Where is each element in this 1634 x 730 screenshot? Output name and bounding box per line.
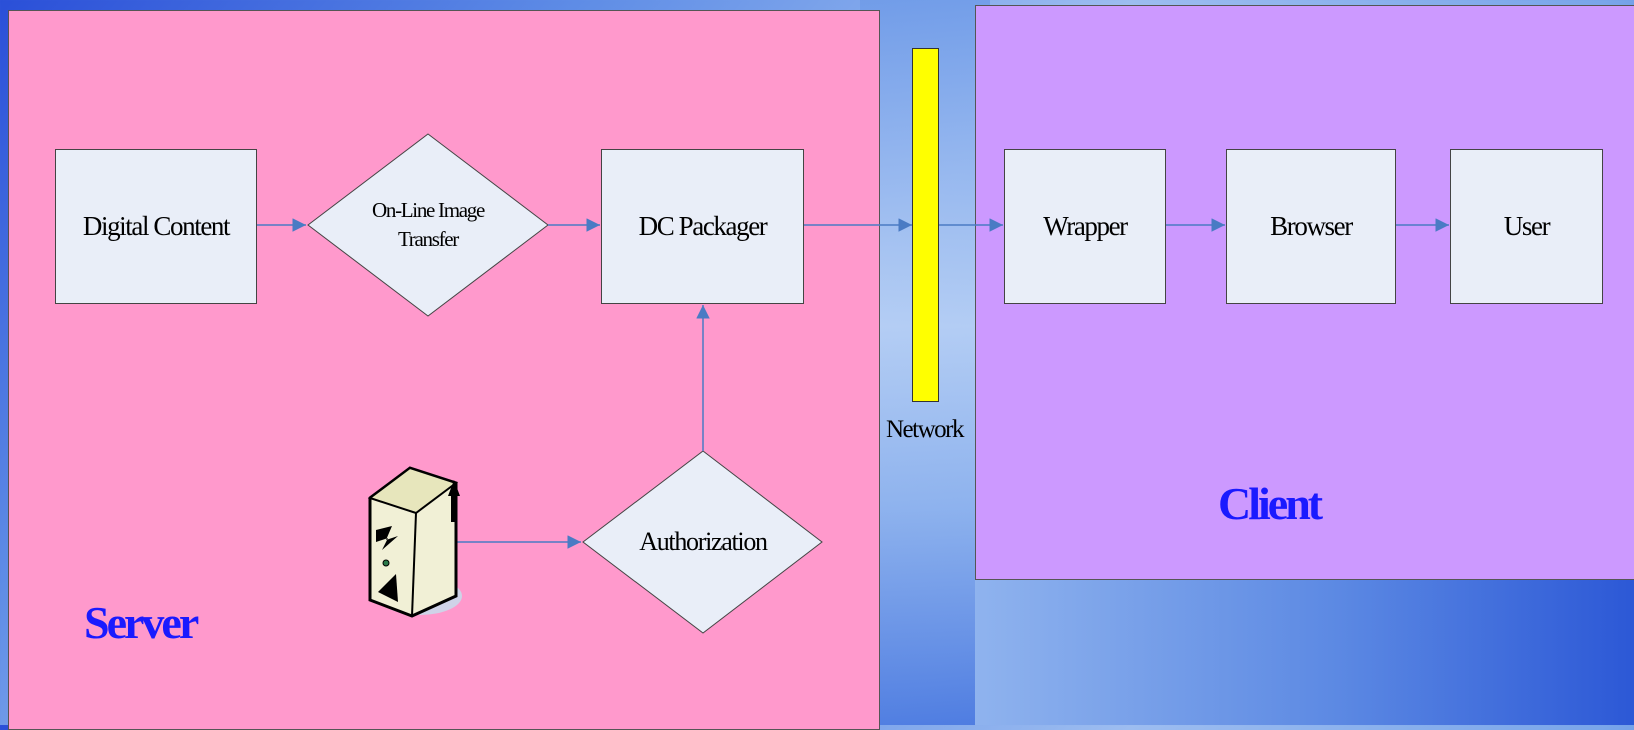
network-label: Network bbox=[886, 416, 964, 443]
node-authorization-label: Authorization bbox=[639, 527, 768, 556]
client-region-label: Client bbox=[1218, 478, 1323, 529]
node-digital-content: Digital Content bbox=[55, 149, 257, 304]
network-bar bbox=[912, 48, 939, 402]
node-browser: Browser bbox=[1226, 149, 1396, 304]
online-image-transfer-diamond bbox=[307, 133, 549, 317]
authorization-diamond bbox=[582, 450, 823, 634]
node-user: User bbox=[1450, 149, 1603, 304]
server-region-label: Server bbox=[84, 597, 199, 648]
node-online-image-transfer-label: On-Line Image Transfer bbox=[372, 198, 485, 251]
background-glow-lower bbox=[975, 580, 1634, 725]
node-dc-packager: DC Packager bbox=[601, 149, 804, 304]
node-wrapper: Wrapper bbox=[1004, 149, 1166, 304]
server-icon bbox=[367, 466, 462, 618]
